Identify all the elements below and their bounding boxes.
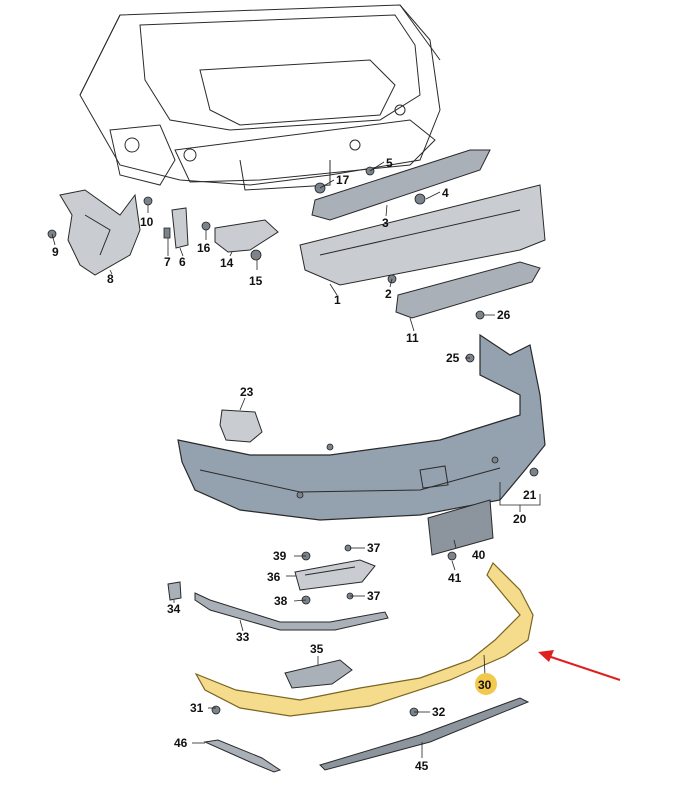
callout-20: 20: [513, 512, 527, 526]
part-36-grille-frame: [294, 559, 376, 591]
callout-33: 33: [236, 630, 250, 644]
callout-15: 15: [249, 274, 263, 288]
callout-14: 14: [220, 256, 234, 270]
callout-7: 7: [164, 255, 171, 269]
callout-38: 38: [274, 594, 288, 608]
part-35-reflector: [284, 659, 353, 689]
callout-8: 8: [107, 272, 114, 286]
callout-34: 34: [167, 602, 181, 616]
part-14-bracket: [214, 219, 279, 253]
part-8-side-bracket: [59, 189, 141, 276]
callout-1: 1: [334, 293, 341, 307]
part-21-sensor: [529, 467, 539, 477]
callout-26: 26: [497, 308, 511, 322]
callout-3: 3: [382, 216, 389, 230]
callout-25: 25: [446, 351, 460, 365]
callout-32: 32: [432, 705, 446, 719]
part-46-trim-strip: [203, 739, 282, 773]
callout-9: 9: [52, 245, 59, 259]
part-1-bumper-beam: [299, 184, 546, 286]
highlight-arrow: [538, 650, 621, 681]
callout-46: 46: [174, 736, 188, 750]
callout-39: 39: [273, 549, 287, 563]
callout-11: 11: [406, 331, 419, 345]
callout-16: 16: [197, 241, 211, 255]
callout-45: 45: [415, 759, 429, 773]
car-rear-body: [79, 4, 441, 191]
part-45-trim-strip: [319, 697, 530, 771]
callout-37-upper: 37: [367, 541, 381, 555]
callout-21: 21: [523, 488, 537, 502]
callout-2: 2: [385, 287, 392, 301]
part-20-rear-bumper-cover: [177, 333, 546, 521]
callout-35: 35: [310, 642, 324, 656]
leader-lines: [51, 161, 541, 758]
callout-31: 31: [190, 701, 204, 715]
callout-30: 30: [478, 678, 492, 692]
fasteners-upper: [47, 166, 485, 363]
callout-37-lower: 37: [367, 589, 381, 603]
part-30-badge: [475, 673, 497, 695]
part-3-energy-absorber: [311, 149, 491, 221]
callout-10: 10: [140, 215, 154, 229]
fasteners-lower: [211, 544, 457, 717]
part-6-7-support: [163, 207, 189, 249]
callout-5: 5: [386, 156, 393, 170]
callout-4: 4: [442, 186, 449, 200]
part-11-absorber: [395, 261, 541, 319]
callout-36: 36: [267, 570, 281, 584]
part-30-rear-diffuser: [194, 561, 534, 717]
part-40-license-plate-bracket: [427, 499, 494, 556]
callout-40: 40: [472, 548, 486, 562]
part-23-tow-hook-cap: [219, 409, 263, 443]
callout-17: 17: [336, 173, 350, 187]
callout-41: 41: [448, 571, 462, 585]
part-33-trim-strip: [194, 592, 389, 631]
callout-labels: 1 2 3 4 5 6 7 8 9 10 11 14 15 16 17 20 2…: [52, 156, 537, 773]
part-34-clip: [167, 581, 182, 601]
callout-23: 23: [240, 385, 254, 399]
callout-6: 6: [179, 255, 186, 269]
